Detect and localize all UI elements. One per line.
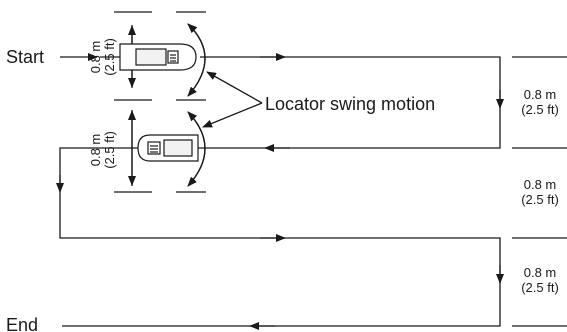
end-label: End: [6, 315, 38, 332]
swing-width-metric-bottom: 0.8 m: [88, 134, 103, 167]
callout-leader: [202, 102, 263, 128]
spacing-imperial: (2.5 ft): [521, 192, 559, 207]
callout-leader: [206, 71, 263, 104]
swing-width-imperial-bottom: (2.5 ft): [102, 131, 117, 169]
spacing-metric: 0.8 m: [524, 87, 557, 102]
start-label: Start: [6, 47, 44, 67]
locator-device-icon: [137, 134, 199, 162]
locator-device-icon: [119, 43, 197, 71]
sweep-path: [59, 56, 501, 327]
swing-callout-label: Locator swing motion: [265, 94, 435, 114]
spacing-metric: 0.8 m: [524, 177, 557, 192]
spacing-imperial: (2.5 ft): [521, 102, 559, 117]
swing-width-metric-top: 0.8 m: [88, 41, 103, 74]
spacing-metric: 0.8 m: [524, 265, 557, 280]
swing-width-imperial-top: (2.5 ft): [102, 38, 117, 76]
spacing-imperial: (2.5 ft): [521, 280, 559, 295]
